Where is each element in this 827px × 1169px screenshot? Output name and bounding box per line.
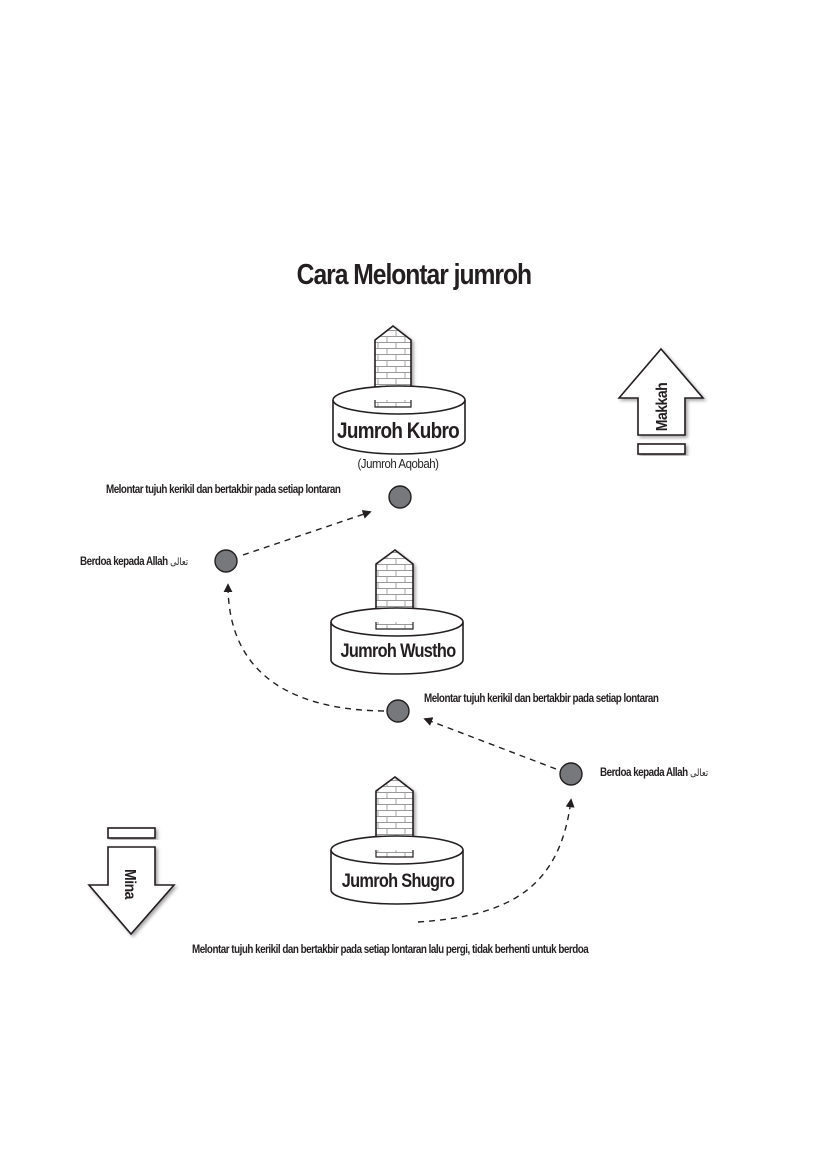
pillar-kubro-name: Jumroh Kubro bbox=[337, 419, 459, 444]
honorific-left: تعالى bbox=[170, 557, 189, 568]
route-right-to-wustho bbox=[423, 717, 557, 770]
route-wustho-to-left bbox=[223, 583, 385, 712]
mina-label: Mina bbox=[121, 869, 139, 900]
pillar-shugro-name: Jumroh Shugro bbox=[342, 870, 455, 891]
step-throw-wustho-label: Melontar tujuh kerikil dan bertakbir pad… bbox=[424, 691, 659, 705]
honorific-right: تعالى bbox=[690, 768, 709, 779]
pillar-wustho bbox=[330, 548, 464, 675]
step-throw-shugro-label: Melontar tujuh kerikil dan bertakbir pad… bbox=[192, 942, 589, 956]
pillar-shugro-basin bbox=[330, 835, 464, 905]
makkah-arrow-icon bbox=[617, 347, 705, 455]
pillar-kubro-subtitle: (Jumroh Aqobah) bbox=[357, 456, 438, 471]
step-pray-right-text: Berdoa kepada Allah bbox=[600, 765, 688, 779]
stop-pray-left bbox=[214, 549, 238, 573]
page-title: Cara Melontar jumroh bbox=[296, 259, 531, 291]
route-path bbox=[223, 510, 575, 923]
route-left-to-kubro bbox=[242, 510, 372, 556]
pillar-kubro-basin bbox=[332, 385, 466, 455]
stop-wustho bbox=[386, 699, 410, 723]
step-pray-left-text: Berdoa kepada Allah bbox=[80, 554, 168, 568]
pillar-wustho-basin bbox=[330, 607, 464, 675]
stops bbox=[214, 485, 583, 786]
stop-pray-right bbox=[559, 762, 583, 786]
stop-kubro bbox=[388, 485, 412, 509]
pillar-kubro bbox=[332, 324, 466, 455]
mina-arrow-icon bbox=[87, 827, 176, 936]
pillar-shugro bbox=[330, 775, 464, 905]
route-shugro-to-right bbox=[417, 798, 575, 923]
makkah-label: Makkah bbox=[653, 382, 671, 431]
step-throw-kubro-label: Melontar tujuh kerikil dan bertakbir pad… bbox=[106, 482, 341, 496]
pillar-wustho-name: Jumroh Wustho bbox=[340, 640, 456, 661]
